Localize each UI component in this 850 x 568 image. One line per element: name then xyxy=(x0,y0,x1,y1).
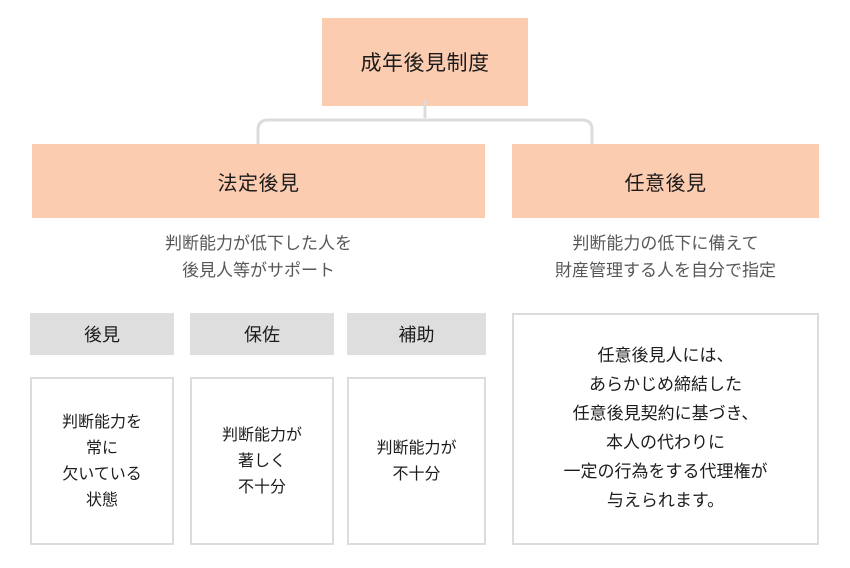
detail-hosa: 判断能力が 著しく 不十分 xyxy=(190,377,334,545)
header-hojo: 補助 xyxy=(347,313,486,355)
connector-split xyxy=(256,118,594,144)
connector-bracket xyxy=(256,100,594,144)
caption-voluntary-guardianship: 判断能力の低下に備えて 財産管理する人を自分で指定 xyxy=(555,234,776,281)
header-hosa: 保佐 xyxy=(190,313,334,355)
detail-hojo: 判断能力が 不十分 xyxy=(347,377,486,545)
header-koken: 後見 xyxy=(30,313,174,355)
node-voluntary-guardianship: 任意後見 xyxy=(512,144,819,218)
node-statutory-guardianship: 法定後見 xyxy=(32,144,485,218)
detail-koken: 判断能力を 常に 欠いている 状態 xyxy=(30,377,174,545)
node-adult-guardianship-system: 成年後見制度 xyxy=(322,18,528,106)
detail-voluntary-guardianship: 任意後見人には、 あらかじめ締結した 任意後見契約に基づき、 本人の代わりに 一… xyxy=(512,313,819,545)
caption-statutory-guardianship: 判断能力が低下した人を 後見人等がサポート xyxy=(165,234,352,281)
